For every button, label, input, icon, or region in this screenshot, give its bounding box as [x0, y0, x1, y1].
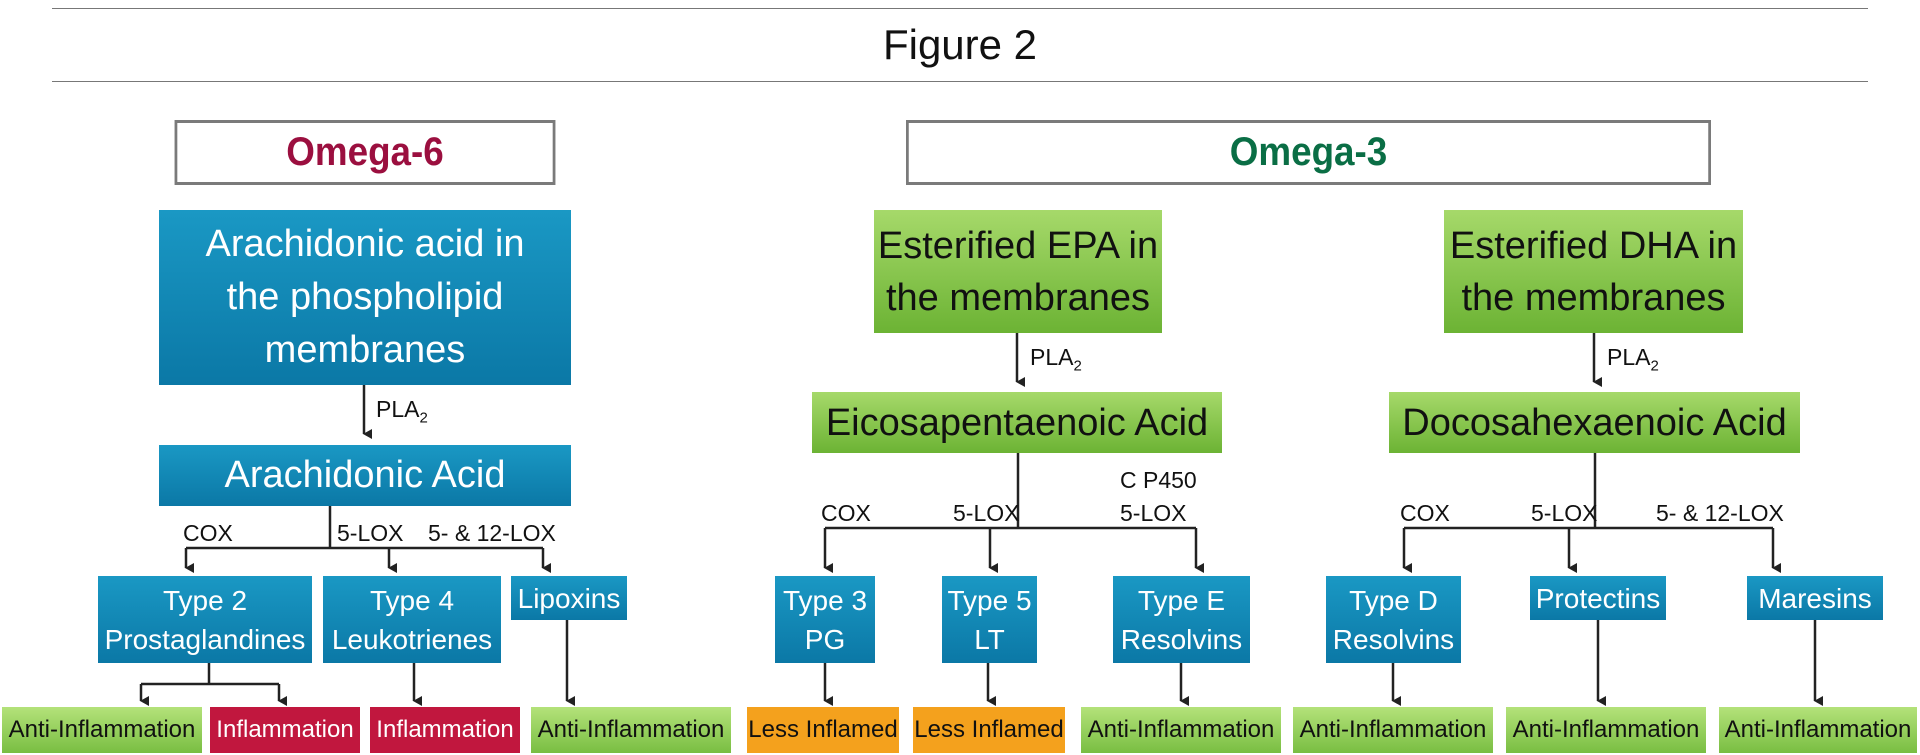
dha-outcome-1: Anti-Inflammation: [1293, 707, 1493, 753]
omega3-header: Omega-3: [906, 120, 1711, 185]
epa-product-typeE-line2: Resolvins: [1120, 623, 1243, 655]
epa-product-typeE-resolvins: Type E Resolvins: [1113, 576, 1250, 663]
epa-product-type5-lt: Type 5 LT: [942, 576, 1037, 663]
epa-acid-label: Eicosapentaenoic Acid: [825, 401, 1209, 444]
epa-product-type3-pg: Type 3 PG: [775, 576, 875, 663]
epa-product-type3-pg-line1: Type 3: [782, 584, 868, 616]
epa-enzyme-5lox: 5-LOX: [953, 500, 1020, 526]
o6-product-type2-pg-line1: Type 2: [162, 584, 248, 616]
epa-outcome-2: Less Inflamed: [913, 707, 1065, 753]
epa-enzyme-5lox-b: 5-LOX: [1120, 500, 1187, 526]
dha-product-typeD-line1: Type D: [1349, 584, 1438, 616]
dha-enzyme-cox: COX: [1400, 500, 1450, 526]
o6-outcome-3: Inflammation: [370, 707, 520, 753]
epa-source-line1: Esterified EPA in: [877, 224, 1159, 267]
dha-source-line2: the membranes: [1461, 276, 1726, 319]
o6-product-type4-lt-line2: Leukotrienes: [331, 623, 493, 655]
o6-enzyme-5lox: 5-LOX: [337, 520, 404, 546]
o6-source-label: Arachidonic acid in the phospholipid mem…: [205, 223, 525, 371]
o6-enzyme-cox: COX: [183, 520, 233, 546]
dha-outcome-2: Anti-Inflammation: [1506, 707, 1706, 753]
o6-outcome-1: Anti-Inflammation: [2, 707, 202, 753]
dha-source-box: Esterified DHA in the membranes: [1444, 210, 1743, 333]
epa-source-line2: the membranes: [885, 276, 1150, 319]
epa-outcome-1: Less Inflamed: [747, 707, 899, 753]
o6-enzyme-512lox: 5- & 12-LOX: [428, 520, 556, 546]
omega6-header: Omega-6: [174, 120, 556, 185]
dha-product-maresins-label: Maresins: [1758, 582, 1872, 614]
o6-product-lipoxins-label: Lipoxins: [517, 582, 621, 614]
dha-product-protectins: Protectins: [1530, 576, 1666, 620]
dha-acid-label: Docosahexaenoic Acid: [1402, 401, 1787, 444]
dha-pla-label: PLA2: [1607, 344, 1659, 375]
dha-product-protectins-label: Protectins: [1535, 582, 1661, 614]
epa-pla-label: PLA2: [1030, 344, 1082, 375]
epa-product-type3-pg-line2: PG: [804, 623, 846, 655]
o6-acid-box: Arachidonic Acid: [159, 445, 571, 506]
epa-enzyme-cox: COX: [821, 500, 871, 526]
epa-product-type5-lt-line2: LT: [974, 623, 1005, 655]
o6-source-box: Arachidonic acid in the phospholipid mem…: [159, 210, 571, 385]
title-rule: [52, 81, 1868, 82]
dha-product-typeD-line2: Resolvins: [1332, 623, 1455, 655]
dha-product-maresins: Maresins: [1747, 576, 1883, 620]
o6-product-lipoxins: Lipoxins: [511, 576, 627, 620]
o6-outcome-4: Anti-Inflammation: [531, 707, 731, 753]
omega3-header-label: Omega-3: [1229, 130, 1388, 174]
dha-source-line1: Esterified DHA in: [1449, 224, 1738, 267]
epa-acid-box: Eicosapentaenoic Acid: [812, 392, 1222, 453]
dha-enzyme-5lox: 5-LOX: [1531, 500, 1598, 526]
dha-outcome-3: Anti-Inflammation: [1719, 707, 1917, 753]
epa-source-box: Esterified EPA in the membranes: [874, 210, 1162, 333]
omega6-header-label: Omega-6: [286, 130, 444, 174]
dha-product-typeD-resolvins: Type D Resolvins: [1326, 576, 1461, 663]
epa-enzyme-cp450: C P450: [1120, 467, 1197, 493]
o6-product-type2-pg-line2: Prostaglandines: [104, 623, 306, 655]
epa-product-type5-lt-line1: Type 5: [947, 584, 1032, 616]
dha-enzyme-512lox: 5- & 12-LOX: [1656, 500, 1784, 526]
o6-pla-label: PLA2: [376, 396, 428, 427]
top-rule: [52, 8, 1868, 9]
o6-acid-label: Arachidonic Acid: [224, 454, 506, 496]
epa-outcome-3: Anti-Inflammation: [1081, 707, 1281, 753]
o6-product-type2-pg: Type 2 Prostaglandines: [98, 576, 312, 663]
dha-acid-box: Docosahexaenoic Acid: [1389, 392, 1800, 453]
o6-product-type4-lt: Type 4 Leukotrienes: [323, 576, 501, 663]
o6-outcome-2: Inflammation: [210, 707, 360, 753]
epa-product-typeE-line1: Type E: [1137, 584, 1226, 616]
figure-title: Figure 2: [882, 21, 1038, 68]
o6-product-type4-lt-line1: Type 4: [369, 584, 455, 616]
